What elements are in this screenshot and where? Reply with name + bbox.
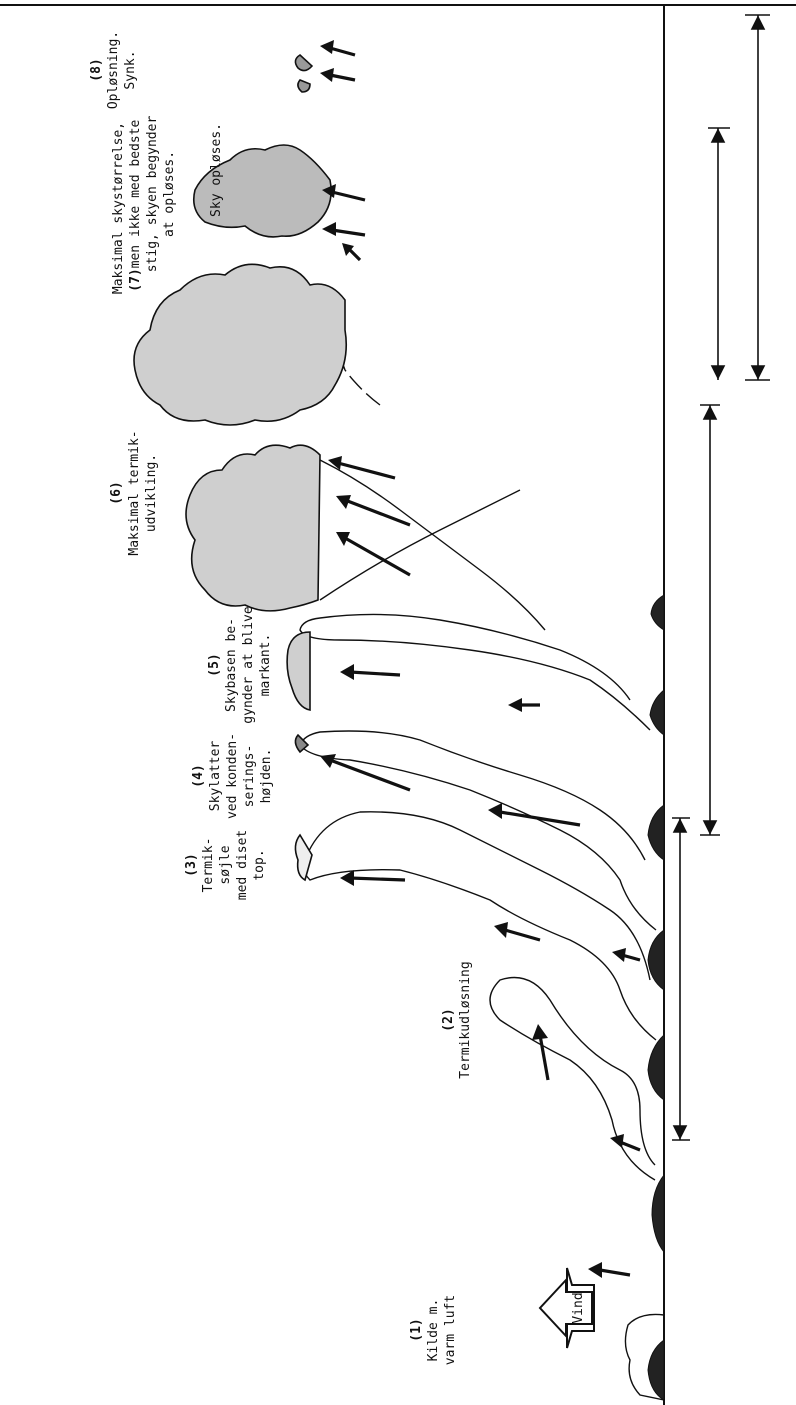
stage-2-line-1: Termikudløsning	[458, 961, 473, 1078]
stage-label-5: (5) Skybasen be- gynder at blive markant…	[207, 606, 273, 724]
stage-4-line-4: højden.	[259, 749, 274, 804]
stage-label-dissolve: Sky opløses.	[209, 123, 224, 217]
stage-5-num: (5)	[207, 653, 222, 676]
stage-6-line-1: Maksimal termik-	[127, 430, 142, 555]
stage-5-line-1: Skybasen be-	[224, 618, 239, 712]
stage-label-3: (3) Termik- søjle med diset top.	[184, 830, 267, 900]
stage-7-line-3: stig, skyen begynder	[145, 116, 160, 273]
stage-dissolve-line-1: Sky opløses.	[209, 123, 224, 217]
stage-label-1: (1) Kilde m. varm luft	[409, 1295, 458, 1365]
plume-6	[320, 460, 545, 630]
stage-3-num: (3)	[184, 853, 199, 876]
stage-5-line-3: markant.	[258, 634, 273, 697]
stage-label-2: (2) Termikudløsning	[441, 961, 473, 1078]
stage-3-line-2: søjle	[218, 845, 233, 884]
plume-2	[490, 978, 655, 1181]
stage-4-line-1: Skylatter	[208, 741, 223, 812]
stage-7-line-2: men ikke med bedste	[128, 119, 143, 268]
cloud-6-max-thermal	[186, 445, 320, 611]
stage-label-8: (8) Opløsning. Synk.	[89, 31, 138, 109]
stage-label-6: (6) Maksimal termik- udvikling.	[109, 430, 159, 555]
stage-6-line-2: udvikling.	[144, 454, 159, 532]
stage-5-line-2: gynder at blive	[241, 606, 256, 724]
stage-3-line-1: Termik-	[201, 838, 216, 893]
stage-7-line-4: at opløses.	[162, 151, 177, 237]
cloud-3-hazy-top	[295, 835, 312, 880]
stage-4-num: (4)	[191, 764, 206, 787]
cloud-5-base	[287, 632, 310, 710]
stage-label-7: Maksimal skystørrelse, (7) men ikke med …	[111, 116, 177, 295]
ground-sources	[648, 595, 664, 1400]
stage-1-num: (1)	[409, 1318, 424, 1341]
cloud-7-max-size	[134, 264, 346, 425]
plume-4	[300, 731, 656, 930]
wind-label: Vind	[571, 1292, 586, 1323]
stage-label-4: (4) Skylatter ved konden- serings- højde…	[191, 733, 274, 819]
stage-3-line-3: med diset	[235, 830, 250, 900]
stage-1-line-2: varm luft	[443, 1295, 458, 1365]
stage-7-num: (7)	[128, 268, 143, 291]
stage-8-line-1: Opløsning.	[106, 31, 121, 109]
stage-1-line-1: Kilde m.	[426, 1299, 441, 1362]
stage-7-line-1: Maksimal skystørrelse,	[111, 122, 126, 294]
wind-arrow: Vind	[540, 1268, 594, 1348]
stage-6-num: (6)	[109, 481, 124, 504]
flow-arrows	[320, 40, 640, 1278]
plume-3	[303, 812, 656, 1040]
stage-8-num: (8)	[89, 58, 104, 81]
dimension-arrows	[672, 15, 770, 1140]
stage-3-line-4: top.	[252, 849, 267, 880]
stage-2-num: (2)	[441, 1008, 456, 1031]
stage-4-line-2: ved konden-	[225, 733, 240, 819]
stage-4-line-3: serings-	[242, 745, 257, 808]
cloud-remnant	[295, 55, 312, 92]
stage-8-line-2: Synk.	[123, 50, 138, 89]
